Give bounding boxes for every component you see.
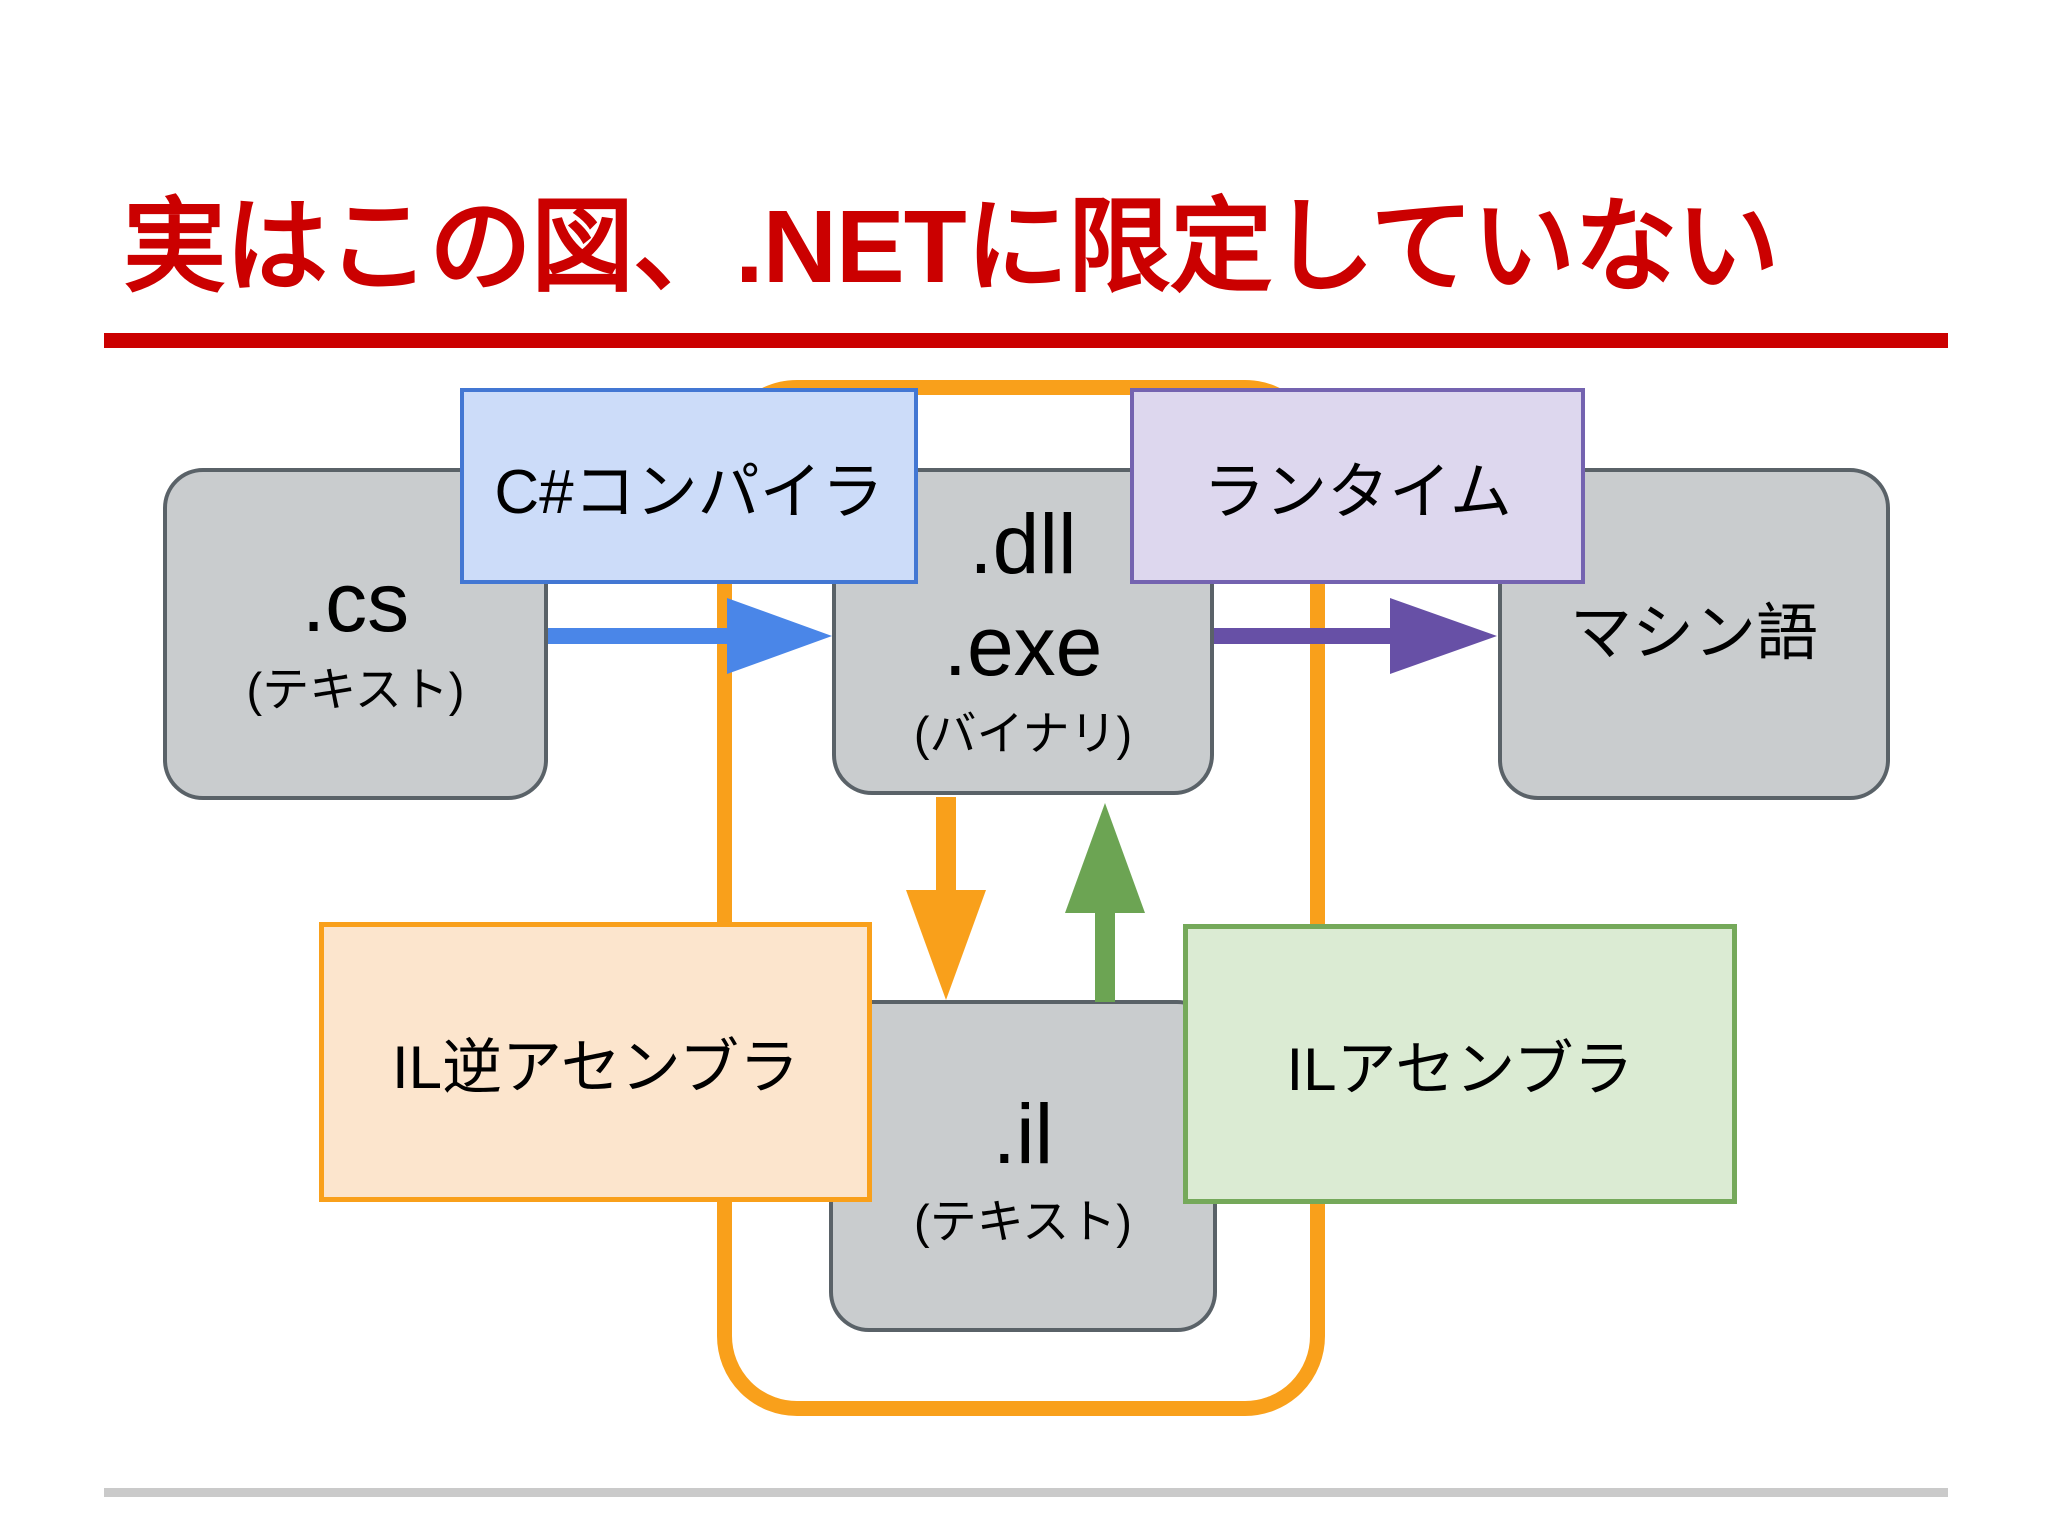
node-cs-kind: (テキスト) [246,663,465,716]
node-binary-extension-exe: .exe [943,598,1103,693]
arrow-il-to-binary [1065,803,1145,1002]
box-il-disassembler: IL逆アセンブラ [319,922,872,1202]
box-il-assembler-label: ILアセンブラ [1286,1035,1634,1103]
arrow-binary-to-machine-shaft [1214,628,1391,644]
box-il-disassembler-label: IL逆アセンブラ [391,1033,800,1101]
node-machine-language-label: マシン語 [1569,599,1818,668]
box-csharp-compiler-label: C#コンパイラ [494,458,884,527]
node-il-kind: (テキスト) [914,1195,1132,1248]
page-title: 実はこの図、.NETに限定していない [123,189,1780,304]
node-il: .il (テキスト) [829,1000,1217,1332]
arrow-binary-to-il [906,797,986,1000]
node-il-extension: .il [992,1087,1054,1181]
arrow-cs-to-binary-head [727,598,832,674]
node-cs-extension: .cs [301,555,410,649]
node-binary-extension-dll: .dll [969,496,1077,591]
title-underline [104,333,1948,348]
arrow-cs-to-binary-shaft [548,628,728,644]
box-runtime-label: ランタイム [1203,458,1512,527]
box-runtime: ランタイム [1130,388,1585,584]
box-il-assembler: ILアセンブラ [1183,924,1737,1204]
box-csharp-compiler: C#コンパイラ [460,388,918,584]
arrow-binary-to-machine [1214,598,1497,674]
arrow-il-to-binary-shaft [1095,912,1115,1002]
arrow-cs-to-binary [548,598,832,674]
node-binary: .dll .exe (バイナリ) [832,468,1214,795]
arrow-binary-to-il-shaft [936,797,956,891]
arrow-il-to-binary-head [1065,803,1145,913]
node-binary-kind: (バイナリ) [913,706,1133,760]
arrow-binary-to-il-head [906,890,986,1000]
footer-divider [104,1488,1948,1497]
arrow-binary-to-machine-head [1390,598,1497,674]
